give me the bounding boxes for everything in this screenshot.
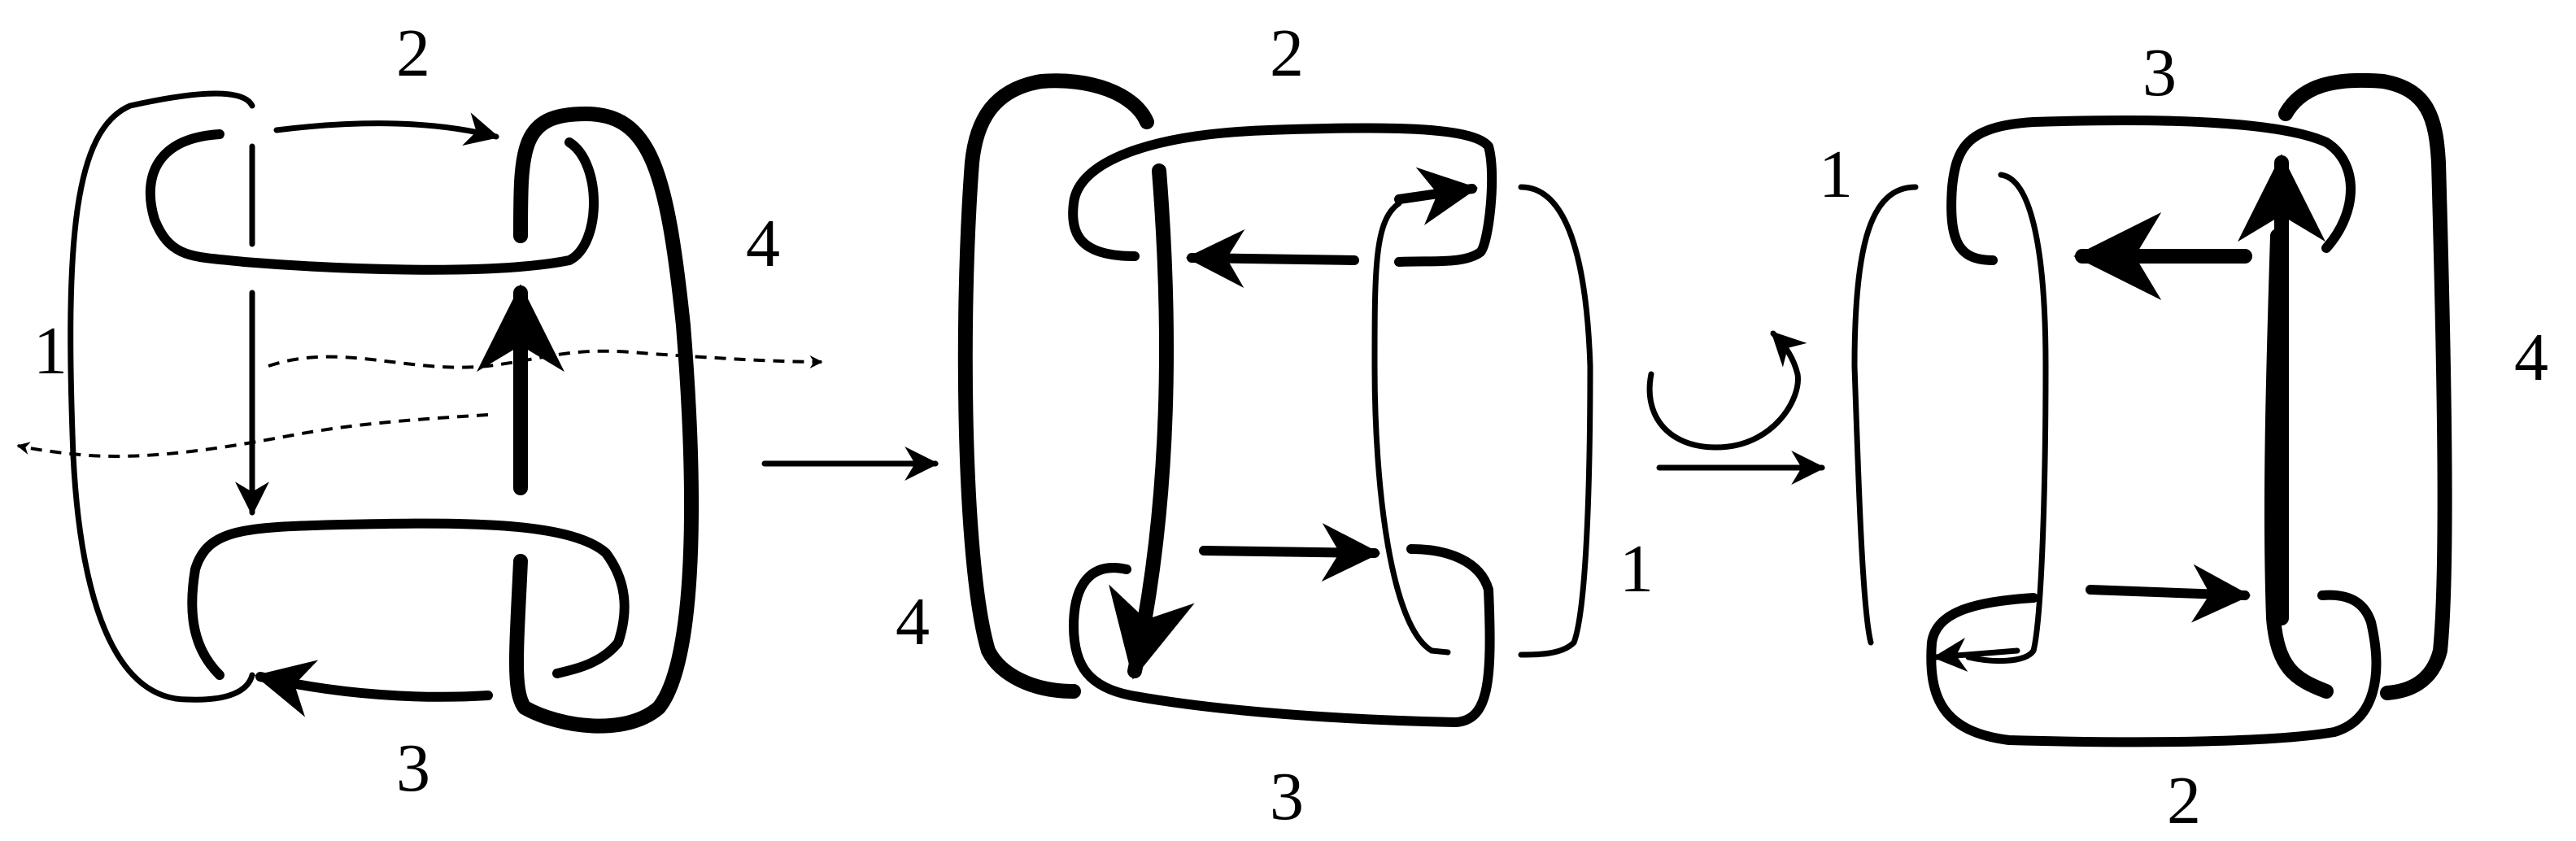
panel-1-diagram xyxy=(16,90,823,734)
panel-2-label-bottom: 3 xyxy=(1270,759,1304,834)
panel-2-label-top: 2 xyxy=(1270,15,1304,91)
panel-3-strand-3 xyxy=(1946,115,2356,265)
panel-1-arrow-top xyxy=(273,112,500,146)
panel-3-strand-1-inner xyxy=(1965,172,2049,665)
rotation-icon xyxy=(1646,330,1807,451)
panel-2-strand-2 xyxy=(1068,123,1497,267)
panel-2-arrow-top-right xyxy=(1394,167,1479,225)
rotation-curve xyxy=(1646,330,1807,451)
panel-3-arrow-bottom-left xyxy=(1932,638,2020,672)
panel-1-label-bottom: 3 xyxy=(396,730,430,806)
panel-3-label-right: 4 xyxy=(2514,320,2548,395)
panel-2-strand-3 xyxy=(1069,544,1495,727)
panel-2-arrow-mid-left xyxy=(1185,229,1359,288)
panel-1-dashed-path-right xyxy=(268,349,823,369)
panel-3-diagram xyxy=(1851,72,2452,747)
panel-1-strand-2 xyxy=(145,129,599,275)
panel-2-label-left: 4 xyxy=(896,584,930,660)
panel-3-label-left: 1 xyxy=(1819,137,1853,212)
panel-2-strand-1-outer xyxy=(1518,184,1593,658)
panel-1-strand-3 xyxy=(187,518,630,680)
panel-3-strand-1 xyxy=(1851,184,1919,646)
panel-3-arrow-bottom-right xyxy=(2086,564,2251,623)
panel-1-strand-1 xyxy=(68,90,255,703)
panel-3-strand-4 xyxy=(2278,72,2452,700)
panel-2-strand-4 xyxy=(957,73,1154,699)
panel-1-dashed-path-left xyxy=(16,413,489,458)
panel-2-strand-1 xyxy=(1371,200,1451,656)
panel-2-arrow-left-down xyxy=(1109,163,1195,680)
panel-3-label-bottom: 2 xyxy=(2167,763,2201,839)
panel-3-label-top: 3 xyxy=(2142,35,2177,111)
panel-1-label-left: 1 xyxy=(33,313,68,389)
panel-1-label-top: 2 xyxy=(396,15,430,91)
panel-2-label-right: 1 xyxy=(1619,531,1654,607)
panel-1-arrow-bottom xyxy=(254,660,493,717)
panel-1-label-right: 4 xyxy=(746,206,780,281)
panel-2-arrow-bottom-right xyxy=(1199,523,1381,582)
panel-3-strand-2 xyxy=(1926,590,2382,747)
panel-1-strand-4 xyxy=(509,107,699,734)
panel-2-diagram xyxy=(957,73,1593,727)
